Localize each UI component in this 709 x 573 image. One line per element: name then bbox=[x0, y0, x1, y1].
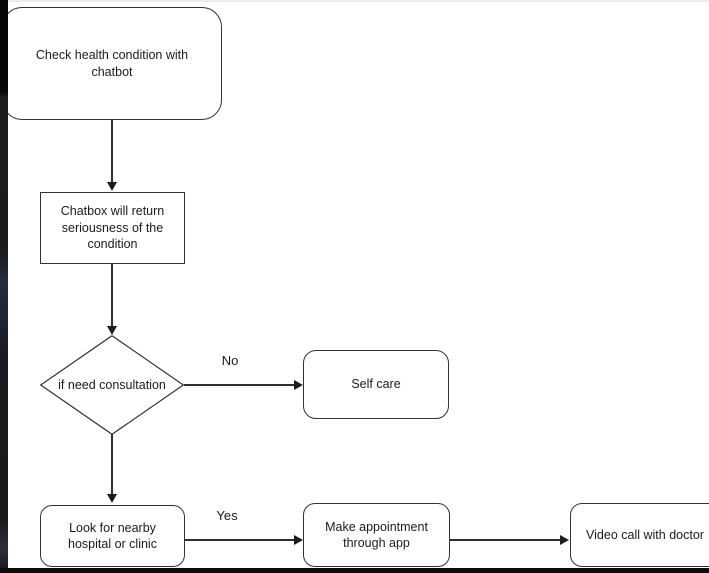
node-video-call-doctor: Video call with doctor bbox=[570, 503, 709, 567]
window-top-edge-line bbox=[0, 0, 709, 2]
node-label: Video call with doctor bbox=[586, 527, 704, 542]
node-label: Make appointment through app bbox=[325, 519, 428, 551]
arrowhead-right-icon bbox=[560, 535, 569, 545]
node-check-health-condition: Check health condition with chatbot bbox=[2, 7, 222, 120]
connector-appointment-to-videocall bbox=[450, 539, 561, 541]
arrowhead-right-icon bbox=[294, 535, 303, 545]
node-label: Look for nearby hospital or clinic bbox=[68, 520, 157, 552]
connector-chatbox-to-decision bbox=[111, 264, 113, 326]
node-label: Check health condition with chatbot bbox=[35, 48, 189, 79]
connector-decision-to-selfcare bbox=[184, 384, 295, 386]
connector-hospital-to-appointment bbox=[185, 539, 295, 541]
decision-need-consultation: if need consultation bbox=[40, 335, 184, 435]
arrowhead-right-icon bbox=[294, 380, 303, 390]
diamond-shape-icon bbox=[40, 335, 184, 435]
node-chatbox-seriousness: Chatbox will return seriousness of the c… bbox=[40, 192, 185, 264]
window-left-edge-bar bbox=[0, 0, 8, 573]
node-self-care: Self care bbox=[303, 350, 449, 419]
connector-check-to-chatbox bbox=[111, 120, 113, 183]
arrowhead-down-icon bbox=[107, 182, 117, 191]
node-make-appointment: Make appointment through app bbox=[303, 503, 450, 567]
edge-label-no: No bbox=[221, 353, 239, 368]
node-look-nearby-hospital: Look for nearby hospital or clinic bbox=[40, 505, 185, 567]
node-label: Chatbox will return seriousness of the c… bbox=[60, 204, 165, 252]
node-label: Self care bbox=[351, 377, 401, 392]
arrowhead-down-icon bbox=[107, 326, 117, 335]
edge-label-yes: Yes bbox=[216, 508, 238, 523]
connector-decision-to-hospital bbox=[111, 434, 113, 495]
node-label: if need consultation bbox=[58, 377, 166, 392]
arrowhead-down-icon bbox=[107, 494, 117, 503]
window-bottom-edge-bar bbox=[0, 568, 709, 573]
